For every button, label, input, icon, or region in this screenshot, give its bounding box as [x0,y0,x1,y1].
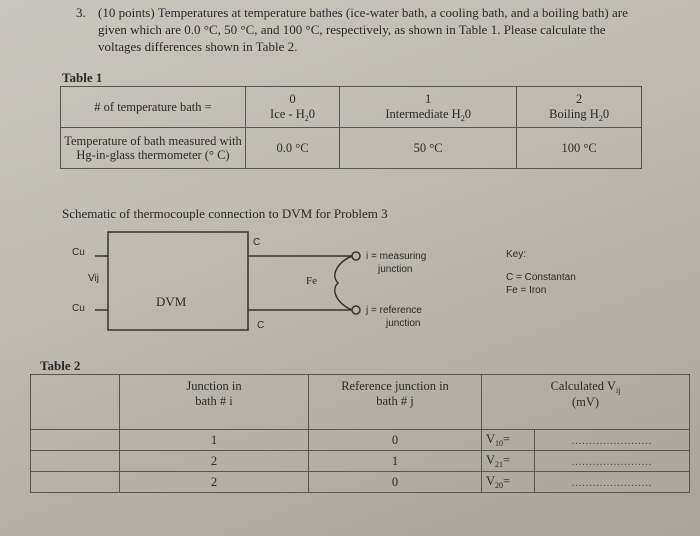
problem-number: 3. [76,5,86,20]
table1-row-bath-number: # of temperature bath = 0 Ice - H20 1 In… [60,86,642,128]
measuring-junction-icon [351,251,361,261]
table-row: 2 0 V20= ....................... [30,471,690,493]
iron-wire [334,255,353,311]
table1-col1-num: 1 [425,91,432,106]
dvm-label: DVM [156,294,187,309]
c-bottom-label: C [257,320,265,331]
cu-top-label: Cu [72,247,85,258]
c-top-label: C [253,237,261,248]
table2-row2-i: 2 [119,471,309,493]
problem-text: (10 points) Temperatures at temperature … [98,5,628,54]
table2-row2-v: V20= [481,471,535,493]
key-constantan: C = Constantan [506,272,576,283]
table1-row2-label: Temperature of bath measured with Hg-in-… [60,127,246,169]
measuring-junction-label: i = measuring junction [366,251,427,275]
table1-row-temperature: Temperature of bath measured with Hg-in-… [60,127,642,169]
reference-junction-icon [351,305,361,315]
table1-col0-num: 0 [289,91,296,106]
table2: Junction in bath # i Reference junction … [30,374,690,493]
table2-header-row: Junction in bath # i Reference junction … [30,374,690,430]
reference-junction-label: j = reference junction [366,305,422,329]
table2-junction-header: Junction in bath # i [119,374,309,430]
table1-col0-temp: 0.0 °C [244,127,341,169]
key-title: Key: [506,249,527,260]
fe-label: Fe [306,275,317,287]
table2-calculated-header: Calculated Vij (mV) [481,374,690,430]
table1-col2-name: Boiling H20 [549,106,610,123]
table-row: 2 1 V21= ....................... [30,450,690,472]
table2-row0-j: 0 [308,429,482,451]
table2-row1-answer-blank[interactable]: ....................... [534,450,690,472]
table1-col0-name: Ice - H20 [270,106,315,123]
table1-title: Table 1 [62,70,103,85]
table2-row1-j: 1 [308,450,482,472]
problem-statement: 3. (10 points) Temperatures at temperatu… [76,4,638,55]
table2-row0-answer-blank[interactable]: ....................... [534,429,690,451]
cu-bottom-label: Cu [72,303,85,314]
table2-row1-v: V21= [481,450,535,472]
table2-row2-j: 0 [308,471,482,493]
table1-col1-name: Intermediate H20 [385,106,471,123]
table2-row1-i: 2 [119,450,309,472]
table1: # of temperature bath = 0 Ice - H20 1 In… [60,86,642,169]
table1-row1-label: # of temperature bath = [60,86,246,128]
table2-row0-i: 1 [119,429,309,451]
table2-title: Table 2 [40,358,81,373]
table2-row2-answer-blank[interactable]: ....................... [534,471,690,493]
key-legend: Key: C = Constantan Fe = Iron [506,248,576,297]
schematic-title: Schematic of thermocouple connection to … [62,206,388,221]
table2-blank-header [30,374,120,430]
table-row: 1 0 V10= ....................... [30,429,690,451]
dvm-box [107,231,249,331]
key-iron: Fe = Iron [506,285,547,296]
table1-col1-header: 1 Intermediate H20 [339,86,518,128]
vij-label: Vij [88,273,99,284]
table1-col2-num: 2 [576,91,583,106]
table1-col2-temp: 100 °C [516,127,642,169]
table1-col1-temp: 50 °C [339,127,518,169]
table2-reference-header: Reference junction in bath # j [308,374,482,430]
table1-col2-header: 2 Boiling H20 [516,86,642,128]
table2-row0-v: V10= [481,429,535,451]
